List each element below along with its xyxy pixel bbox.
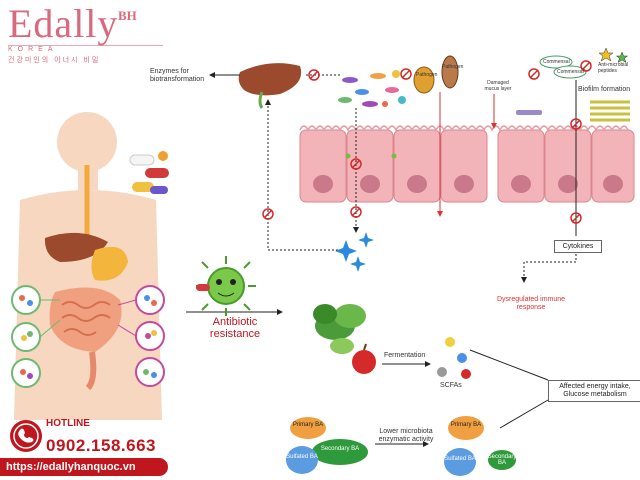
label-fermentation: Fermentation	[384, 352, 426, 359]
liver-icon	[238, 63, 302, 96]
resistant-microbe-icon	[196, 256, 256, 316]
hotline-block[interactable]: HOTLINE	[46, 418, 90, 429]
hotline-phone-number[interactable]: 0902.158.663	[46, 436, 156, 455]
commensal-1-icon	[539, 55, 573, 69]
label-secondary-ba-right: Secondary BA	[487, 454, 517, 466]
human-body-figure	[14, 112, 162, 420]
label-affected-energy: Affected energy intake, Glucose metaboli…	[548, 380, 640, 402]
sparkle-icons	[335, 232, 374, 272]
label-lower-microbiota: Lower microbiota enzymatic activity	[378, 428, 434, 443]
brand-superscript: BH	[118, 8, 137, 23]
brand-tagline: 건강미인의 이너시 비밀	[8, 57, 101, 64]
website-link[interactable]: https://edallyhanquoc.vn	[0, 458, 168, 476]
label-scfas: SCFAs	[440, 382, 462, 389]
arrows	[186, 72, 577, 447]
mucus-layer	[516, 110, 542, 115]
scfa-dots	[437, 337, 471, 379]
pathogen-2-icon	[441, 55, 459, 89]
label-secondary-ba-left: Secondary BA	[320, 446, 360, 452]
brand-logo: Edally BH KOREA 건강미인의 이너시 비밀	[8, 4, 163, 65]
label-damaged-mucus: Damaged mucus layer	[484, 80, 512, 92]
label-antibiotic-resistance: Antibiotic resistance	[209, 316, 261, 340]
phone-icon	[10, 420, 42, 452]
label-dysregulated: Dysregulated immune response	[496, 296, 566, 311]
label-anti-microbial: Anti-microbial peptides	[598, 62, 629, 74]
label-sulfated-ba-right: Sulfated BA	[444, 456, 476, 462]
star-icon	[598, 47, 614, 62]
epithelium-cells	[299, 125, 635, 203]
label-enzymes: Enzymes for biotransformation	[150, 68, 205, 83]
label-pathogen-1: Pathogen	[416, 72, 438, 78]
label-commensal-1: Commensal	[543, 59, 570, 65]
label-biofilm: Biofilm formation	[578, 86, 631, 93]
vegetables-icon	[313, 304, 376, 374]
brand-country: KOREA	[8, 45, 163, 53]
hotline-label: HOTLINE	[46, 418, 90, 429]
brand-name: Edally	[8, 1, 119, 46]
star-icon-2	[615, 51, 629, 64]
bile-acid-ellipses	[286, 416, 516, 476]
microbe-circles	[11, 285, 165, 388]
label-pathogen-2: Pathogen	[442, 64, 464, 70]
label-primary-ba-left: Primary BA	[292, 422, 324, 428]
biofilm-icon	[590, 100, 630, 122]
pathogen-1-icon	[413, 66, 435, 94]
pills-icon	[129, 151, 169, 194]
label-primary-ba-right: Primary BA	[450, 422, 482, 428]
commensal-2-icon	[553, 65, 587, 79]
label-commensal-2: Commensal	[557, 69, 584, 75]
inhibit-icons	[262, 60, 592, 224]
label-sulfated-ba-left: Sulfated BA	[286, 454, 318, 460]
bacteria-cluster	[338, 70, 406, 107]
label-cytokines: Cytokines	[554, 240, 602, 253]
